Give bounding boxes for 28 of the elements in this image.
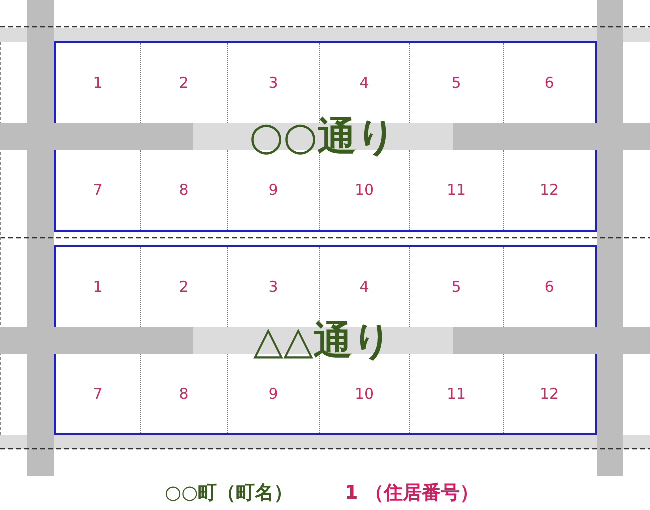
lot-number: 2 xyxy=(179,278,189,296)
lot-number: 6 xyxy=(544,278,554,296)
lot-number: 1 xyxy=(93,278,103,296)
lot-number: 10 xyxy=(354,181,374,199)
lot-number: 5 xyxy=(452,278,462,296)
town-name-note: ○○町（町名） xyxy=(165,481,294,505)
lot-number: 4 xyxy=(360,74,370,92)
lot-number: 6 xyxy=(544,74,554,92)
lot-number: 12 xyxy=(540,181,560,199)
lot-number: 11 xyxy=(446,384,466,402)
street-name: ○○通り xyxy=(249,114,397,158)
lot-number: 9 xyxy=(268,181,278,199)
lot-number: 2 xyxy=(179,74,189,92)
lot-number: 7 xyxy=(93,384,103,402)
street-name: △△通り xyxy=(254,318,392,362)
lot-number: 5 xyxy=(452,74,462,92)
house-number-note: 1 （住居番号） xyxy=(345,481,479,505)
lot-number: 9 xyxy=(268,384,278,402)
lot-number: 7 xyxy=(93,181,103,199)
lot-number: 8 xyxy=(179,384,189,402)
lot-number: 10 xyxy=(354,384,374,402)
lot-number: 12 xyxy=(540,384,560,402)
lot-number: 11 xyxy=(446,181,466,199)
lot-number: 1 xyxy=(93,74,103,92)
lot-number: 8 xyxy=(179,181,189,199)
lot-number: 3 xyxy=(268,74,278,92)
lot-number: 3 xyxy=(268,278,278,296)
lot-number: 4 xyxy=(360,278,370,296)
